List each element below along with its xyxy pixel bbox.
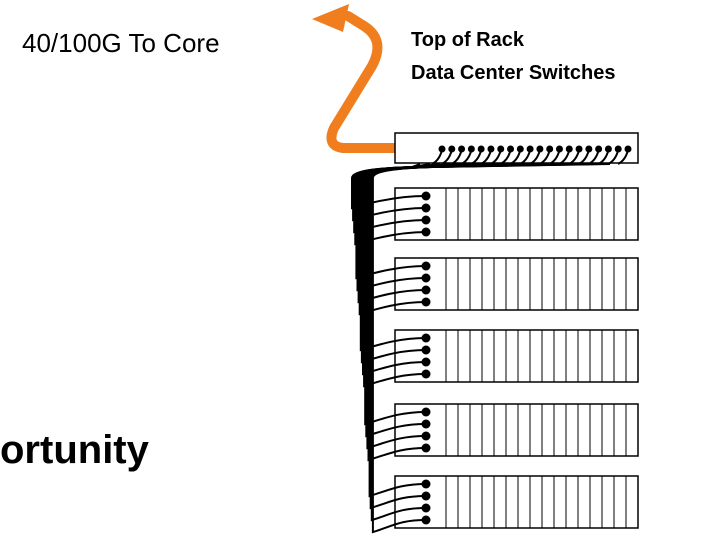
switch-port-cable bbox=[617, 149, 629, 165]
server-chassis-group bbox=[394, 187, 639, 529]
switch-port bbox=[507, 145, 515, 153]
switch-port bbox=[585, 145, 593, 153]
switch-port bbox=[526, 145, 534, 153]
cropped-title: ortunity bbox=[0, 428, 149, 472]
server-chassis bbox=[394, 403, 639, 457]
switch-port bbox=[604, 145, 612, 153]
tor-label-line1: Top of Rack bbox=[411, 29, 524, 51]
uplink-label: 40/100G To Core bbox=[22, 28, 220, 58]
switch-port bbox=[614, 145, 622, 153]
uplink-cable bbox=[326, 11, 414, 153]
tor-switch-label: Top of Rack Data Center Switches bbox=[411, 24, 616, 90]
switch-port bbox=[595, 145, 603, 153]
switch-port bbox=[467, 145, 475, 153]
switch-port bbox=[565, 145, 573, 153]
switch-port-cable bbox=[451, 149, 463, 165]
switch-port bbox=[624, 145, 632, 153]
switch-port bbox=[477, 145, 485, 153]
switch-port bbox=[497, 145, 505, 153]
server-chassis bbox=[394, 257, 639, 311]
server-chassis bbox=[394, 329, 639, 383]
server-chassis bbox=[394, 475, 639, 529]
switch-ports bbox=[431, 145, 632, 165]
switch-port-cable bbox=[441, 149, 453, 165]
tor-label-line2: Data Center Switches bbox=[411, 62, 616, 84]
switch-port bbox=[575, 145, 583, 153]
switch-port-cable bbox=[431, 149, 443, 165]
switch-port-cable bbox=[460, 149, 473, 165]
uplink-arrowhead bbox=[312, 4, 349, 32]
switch-port bbox=[546, 145, 554, 153]
switch-port bbox=[448, 145, 456, 153]
switch-port bbox=[555, 145, 563, 153]
switch-port bbox=[458, 145, 466, 153]
server-chassis bbox=[394, 187, 639, 241]
server-cable bbox=[371, 163, 611, 534]
switch-port bbox=[536, 145, 544, 153]
switch-port bbox=[438, 145, 446, 153]
cable-bundle bbox=[351, 163, 611, 534]
switch-port bbox=[516, 145, 524, 153]
switch-port bbox=[487, 145, 495, 153]
